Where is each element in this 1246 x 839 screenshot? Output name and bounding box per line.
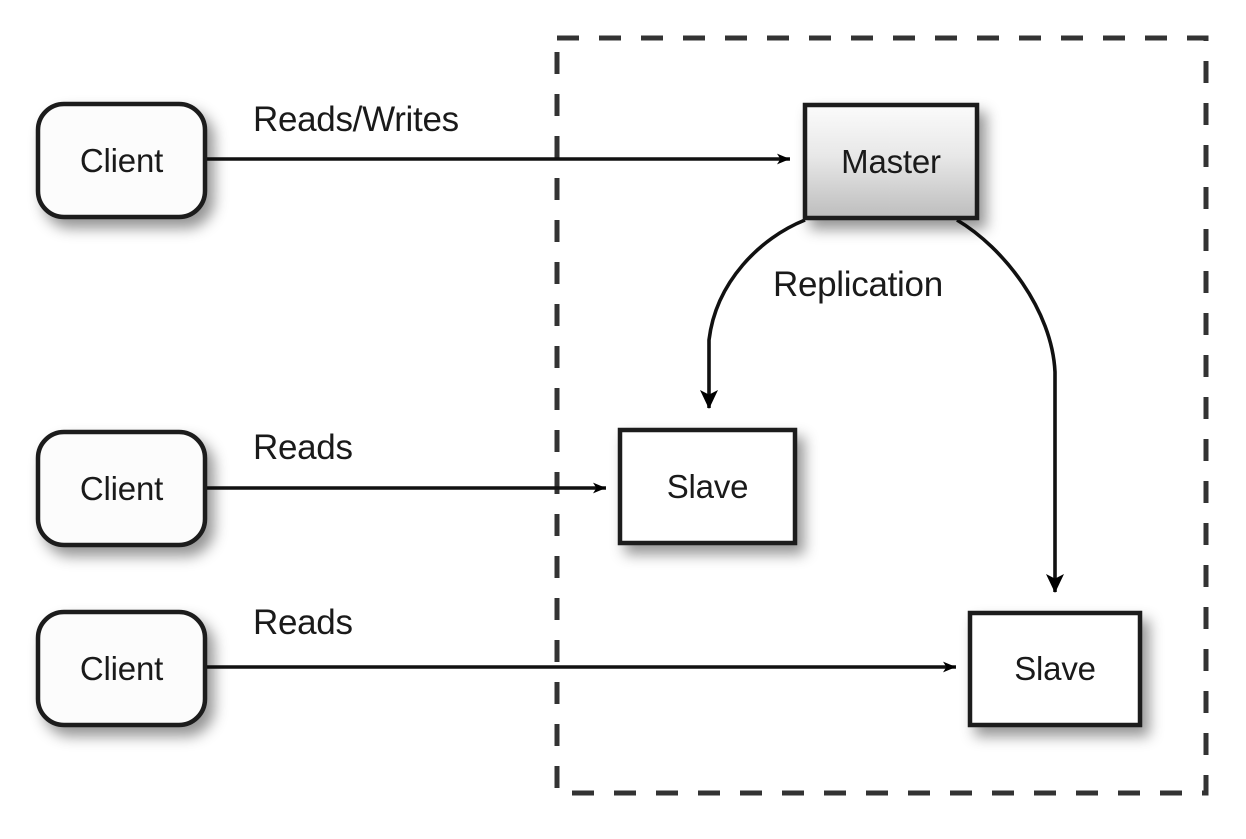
edge-label-replication: Replication	[773, 265, 943, 304]
node-client-bottom[interactable]	[35, 609, 208, 728]
edge-master-to-slave-bottom	[956, 218, 1064, 593]
node-client-top[interactable]	[35, 101, 208, 220]
node-slave-bottom[interactable]	[967, 610, 1143, 728]
database-cluster-boundary	[554, 35, 1209, 796]
edge-label-reads-middle: Reads	[253, 428, 353, 467]
edge-label-reads-bottom: Reads	[253, 603, 353, 642]
node-master[interactable]	[802, 102, 980, 221]
node-slave-middle[interactable]	[617, 427, 798, 546]
edge-label-reads-writes: Reads/Writes	[253, 100, 459, 139]
node-client-middle[interactable]	[35, 429, 208, 548]
edge-master-to-slave-middle	[700, 218, 806, 409]
